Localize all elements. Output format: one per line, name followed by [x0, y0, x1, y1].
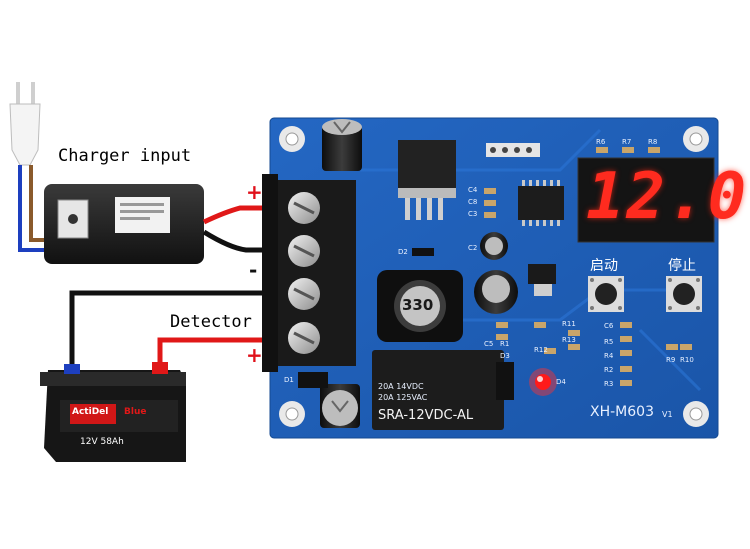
relay-rating-1: 20A 14VDC	[378, 382, 424, 391]
silk-r3: R3	[604, 380, 614, 388]
silk-d1: D1	[284, 376, 294, 384]
battery-terminal-positive	[152, 362, 168, 374]
battery-brand-badge	[70, 404, 116, 424]
silk-r4: R4	[604, 352, 614, 360]
transistor	[528, 264, 556, 296]
silk-r10: R10	[680, 356, 694, 364]
battery-brand: ActiDel	[72, 407, 109, 417]
charger-input-label: Charger input	[58, 146, 192, 166]
capacitor-bottom	[320, 384, 360, 428]
silk-r7: R7	[622, 138, 632, 146]
start-button-label: 启动	[590, 258, 618, 274]
wire-battery-negative	[69, 290, 300, 370]
silk-r9: R9	[666, 356, 676, 364]
silk-c5: C5	[484, 340, 494, 348]
mounting-hole-bottom-right	[683, 401, 709, 427]
detector-label: Detector	[170, 312, 252, 332]
silk-r11: R11	[562, 320, 576, 328]
terminal-screw-1	[288, 192, 320, 224]
relay-rating-2: 20A 125VAC	[378, 393, 428, 402]
display-readout: 12.0	[586, 160, 749, 234]
silk-c2: C2	[468, 244, 478, 252]
battery	[40, 362, 186, 462]
silk-r12: R12	[534, 346, 548, 354]
battery-spec: 12V 58Ah	[80, 437, 124, 447]
silk-d2: D2	[398, 248, 408, 256]
board-model: XH-M603	[590, 404, 654, 420]
wire-adapter-positive	[202, 205, 300, 225]
stop-button[interactable]	[666, 276, 702, 312]
inductor-marking: 330	[402, 296, 434, 314]
terminal-screw-4	[288, 322, 320, 354]
wire-battery-positive	[157, 337, 300, 362]
board-version: V1	[662, 410, 673, 419]
positive-sign-bottom: +	[246, 343, 263, 367]
terminal-screw-2	[288, 235, 320, 267]
status-led	[529, 368, 557, 396]
inductor	[377, 270, 463, 342]
adapter-sticker	[115, 197, 170, 233]
terminal-screw-3	[288, 278, 320, 310]
seven-segment-display	[577, 157, 715, 243]
charger-adapter	[44, 184, 204, 264]
relay	[372, 350, 504, 430]
silk-d4: D4	[556, 378, 566, 386]
plug-pin-left	[16, 82, 20, 104]
mounting-hole-bottom-left	[279, 401, 305, 427]
silk-c8: C8	[468, 198, 478, 206]
plug-body	[9, 103, 41, 166]
silk-r13: R13	[562, 336, 576, 344]
stop-button-label: 停止	[668, 258, 696, 274]
silk-c4: C4	[468, 186, 478, 194]
silk-r5: R5	[604, 338, 614, 346]
smd-components	[412, 188, 692, 386]
silk-r1: R1	[500, 340, 510, 348]
adapter-socket-hole	[68, 214, 78, 224]
silk-r6: R6	[596, 138, 606, 146]
diode-d3	[496, 362, 514, 400]
diode-d1	[298, 372, 328, 388]
header-pins	[486, 143, 540, 157]
relay-model: SRA-12VDC-AL	[378, 408, 474, 423]
charger-control-board	[262, 117, 719, 439]
power-plug	[9, 82, 41, 166]
start-button[interactable]	[588, 276, 624, 312]
mounting-hole-top-left	[279, 126, 305, 152]
silk-r8: R8	[648, 138, 658, 146]
battery-tag: Blue	[124, 407, 147, 417]
capacitor-c2	[480, 232, 508, 260]
capacitor-top	[322, 119, 362, 171]
capacitor-mid	[474, 270, 518, 314]
positive-sign-top: +	[246, 180, 263, 204]
silk-c6: C6	[604, 322, 614, 330]
wire-adapter-negative	[202, 229, 300, 253]
mounting-hole-top-right	[683, 126, 709, 152]
negative-sign: -	[249, 258, 258, 282]
microcontroller-chip	[518, 180, 564, 226]
battery-terminal-negative	[64, 364, 80, 374]
silk-c3: C3	[468, 210, 478, 218]
silk-d3: D3	[500, 352, 510, 360]
plug-pin-right	[31, 82, 35, 104]
voltage-regulator	[398, 140, 456, 220]
silk-r2: R2	[604, 366, 614, 374]
